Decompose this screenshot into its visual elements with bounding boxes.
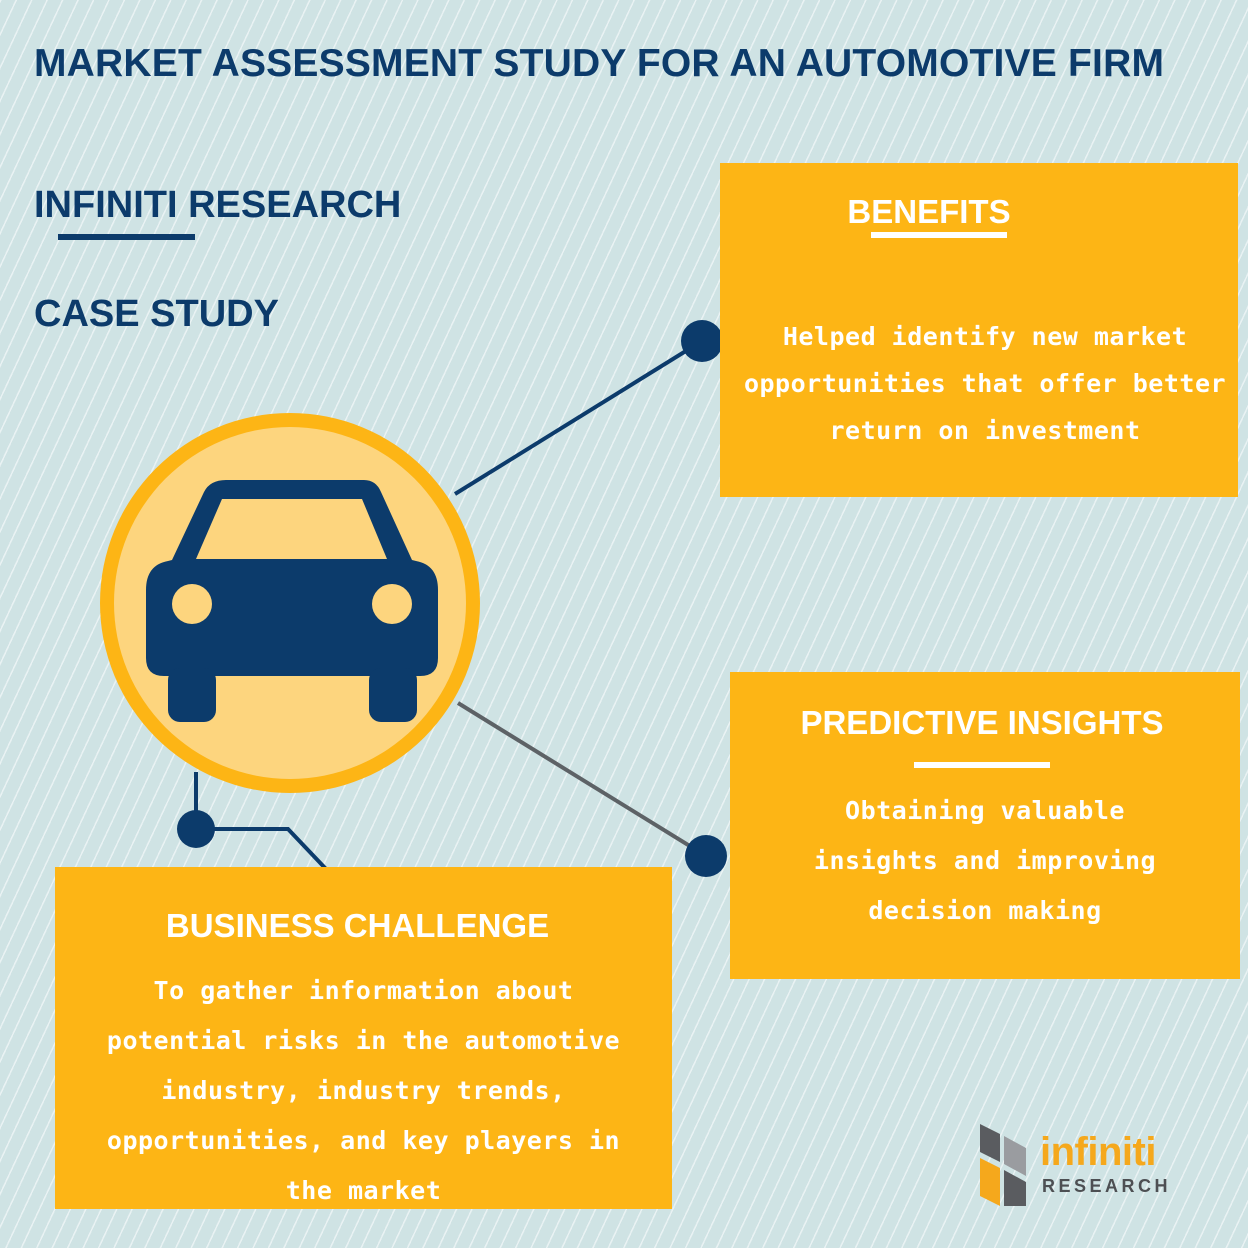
challenge-line: industry, industry trends, <box>161 1076 566 1105</box>
benefits-connector-dot <box>681 320 723 362</box>
benefits-connector <box>453 339 704 496</box>
business-challenge-heading: BUSINESS CHALLENGE <box>165 907 550 944</box>
logo-subtext: RESEARCH <box>1042 1176 1172 1196</box>
predictive-insights-underline <box>914 762 1050 768</box>
predictive-insights-text: Obtaining valuable insights and improvin… <box>730 786 1240 936</box>
logo-mark-icon <box>980 1124 1026 1206</box>
challenge-line: To gather information about <box>153 976 574 1005</box>
challenge-connector <box>194 772 328 871</box>
challenge-connector-dot <box>177 810 215 848</box>
brand-underline <box>58 234 195 240</box>
page-title: MARKET ASSESSMENT STUDY FOR AN AUTOMOTIV… <box>34 42 1165 85</box>
business-challenge-box: BUSINESS CHALLENGE To gather information… <box>55 867 672 1209</box>
benefits-box: BENEFITS Helped identify new market oppo… <box>720 163 1238 497</box>
infiniti-research-logo: infiniti RESEARCH <box>978 1122 1178 1208</box>
logo-wordmark: infiniti <box>1040 1130 1156 1174</box>
challenge-line: the market <box>285 1176 442 1205</box>
case-study-label: CASE STUDY <box>34 293 279 335</box>
brand-name: INFINITI RESEARCH <box>34 184 402 226</box>
insights-line: Obtaining valuable <box>845 796 1125 825</box>
challenge-line: potential risks in the automotive <box>106 1026 621 1055</box>
benefits-heading: BENEFITS <box>847 193 1011 230</box>
benefits-line: opportunities that offer better <box>743 369 1227 398</box>
challenge-line: opportunities, and key players in <box>106 1126 621 1155</box>
car-icon <box>100 413 480 793</box>
business-challenge-text: To gather information about potential ri… <box>55 966 672 1216</box>
benefits-line: Helped identify new market <box>782 322 1188 351</box>
insights-line: decision making <box>868 896 1102 925</box>
insights-connector-dot <box>685 835 727 877</box>
insights-connector <box>456 701 708 858</box>
predictive-insights-box: PREDICTIVE INSIGHTS Obtaining valuable i… <box>730 672 1240 979</box>
insights-line: insights and improving <box>813 846 1157 875</box>
benefits-line: return on investment <box>829 416 1141 445</box>
predictive-insights-heading: PREDICTIVE INSIGHTS <box>800 704 1164 741</box>
benefits-text: Helped identify new market opportunities… <box>726 313 1244 454</box>
benefits-heading-underline <box>871 232 1007 238</box>
